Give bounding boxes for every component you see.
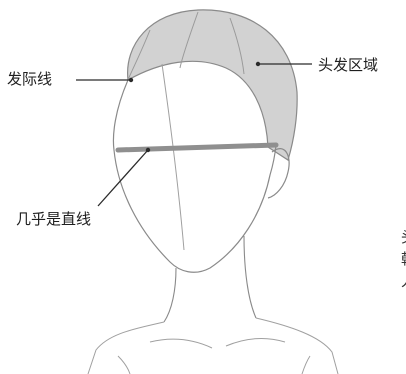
hair-strand-lines [127,11,245,81]
edge-text-fragment: 头 [401,228,406,246]
edge-text-fragment: 人 [401,272,406,290]
shoulder-lines [87,317,339,374]
label-hairline: 发际线 [7,70,53,88]
ear-outline [267,148,290,199]
hair-region [127,9,298,161]
label-hair-area: 头发区域 [318,56,379,74]
anchor-dot-hairline [128,77,134,83]
face-outline [113,144,277,273]
guide-bar [115,142,279,153]
anchor-dot-straight [145,147,151,153]
leader-line-straight [97,149,149,207]
head-crown-outline [112,79,129,151]
edge-text-fragment: 韓 [401,250,406,268]
center-guide-line [161,63,185,251]
neck-lines [163,235,257,323]
anchor-dot-hair-area [255,61,261,67]
label-nearly-straight: 几乎是直线 [16,210,92,228]
